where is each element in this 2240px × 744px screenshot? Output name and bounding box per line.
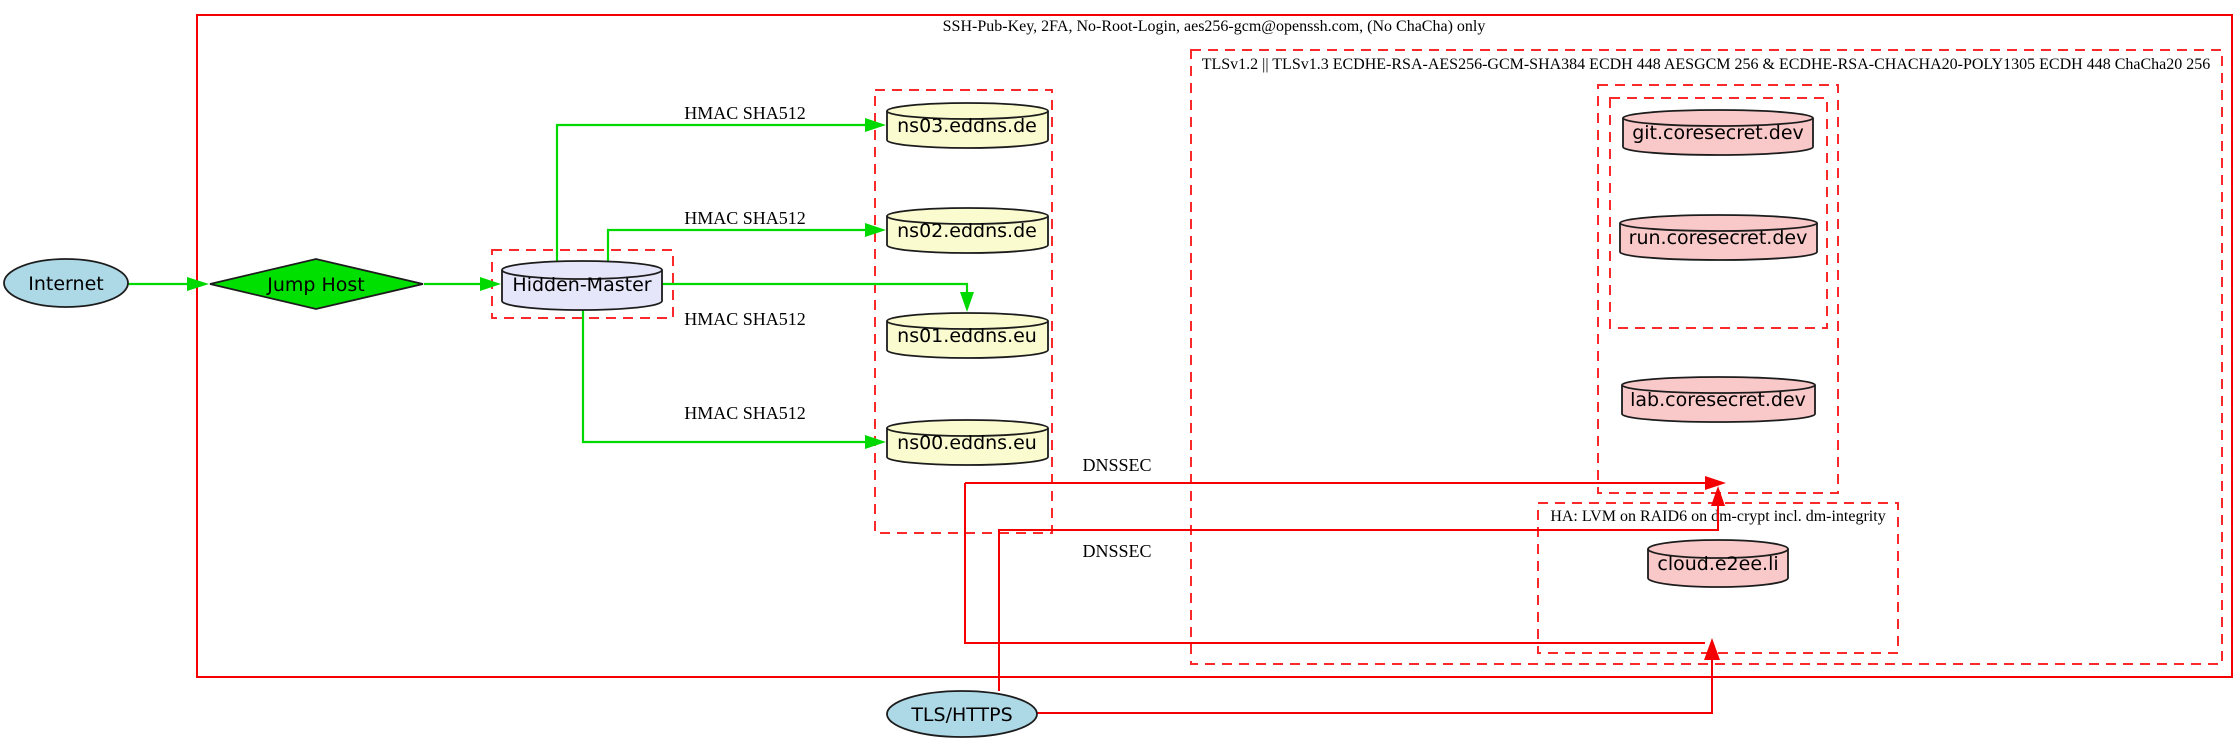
node-tls-https-label: TLS/HTTPS: [910, 704, 1012, 726]
cluster-ssh-box: [196, 14, 2233, 678]
edge-hiddenmaster-ns02: [606, 228, 865, 262]
edge-dnssec-to-ha: [964, 483, 1705, 644]
ns01-cylinder: [886, 312, 1049, 359]
node-cloud: cloud.e2ee.li: [1647, 539, 1789, 588]
cluster-tls-label: TLSv1.2 || TLSv1.3 ECDHE-RSA-AES256-GCM-…: [1202, 56, 2211, 73]
node-ns03: ns03.eddns.de: [886, 102, 1049, 149]
git-cylinder: [1622, 109, 1814, 156]
node-ns02-label: ns02.eddns.de: [897, 220, 1037, 242]
arrowhead-hiddenmaster-ns03: [865, 118, 886, 132]
edge-hiddenmaster-ns00: [581, 309, 865, 444]
run-cylinder: [1619, 214, 1818, 261]
ns00-cylinder: [886, 419, 1049, 466]
edge-label-dnssec-top: DNSSEC: [1082, 455, 1151, 475]
edge-label-hmac-ns03: HMAC SHA512: [684, 103, 806, 123]
run-cylinder-lid: [1619, 222, 1818, 232]
ns02-cylinder: [886, 207, 1049, 254]
node-ns01: ns01.eddns.eu: [886, 312, 1049, 359]
node-internet: Internet: [3, 258, 129, 308]
git-cylinder-lid: [1622, 117, 1814, 127]
cluster-coresecret-inner-box: [1609, 97, 1828, 329]
arrowhead-tlshttps-coresecret: [1711, 486, 1725, 506]
jump-host-diamond: [209, 258, 424, 310]
node-hidden-master-label: Hidden-Master: [512, 274, 651, 296]
node-tls-https: TLS/HTTPS: [886, 690, 1038, 738]
arrowhead-dnssec-coresecret: [1705, 476, 1726, 490]
arrowhead-internet-jumphost: [187, 277, 209, 291]
node-run-label: run.coresecret.dev: [1629, 227, 1808, 249]
cloud-cylinder: [1647, 539, 1789, 588]
arrowhead-hiddenmaster-ns00: [865, 435, 886, 449]
tls-https-ellipse: [886, 690, 1038, 738]
node-lab-label: lab.coresecret.dev: [1630, 389, 1806, 411]
ns01-cylinder-lid: [886, 320, 1049, 330]
edge-hiddenmaster-ns01: [662, 282, 969, 292]
node-lab: lab.coresecret.dev: [1621, 376, 1816, 423]
node-ns00: ns00.eddns.eu: [886, 419, 1049, 466]
hidden-master-cylinder: [501, 260, 663, 311]
cluster-eddns-box: [874, 89, 1053, 534]
node-ns03-label: ns03.eddns.de: [897, 115, 1037, 137]
node-internet-label: Internet: [28, 273, 103, 295]
ns02-cylinder-lid: [886, 215, 1049, 225]
node-cloud-label: cloud.e2ee.li: [1657, 553, 1778, 575]
cloud-cylinder-lid: [1647, 548, 1789, 559]
node-run: run.coresecret.dev: [1619, 214, 1818, 261]
ns03-cylinder: [886, 102, 1049, 149]
node-ns00-label: ns00.eddns.eu: [897, 432, 1037, 454]
arrowhead-jumphost-hiddenmaster: [480, 277, 501, 291]
edge-tlshttps-to-coresecret: [998, 505, 1719, 691]
node-ns02: ns02.eddns.de: [886, 207, 1049, 254]
edge-label-hmac-ns02: HMAC SHA512: [684, 208, 806, 228]
node-git: git.coresecret.dev: [1622, 109, 1814, 156]
arrowhead-hiddenmaster-ns02: [865, 223, 886, 237]
node-jump-host-label: Jump Host: [266, 274, 365, 296]
node-jump-host: Jump Host: [209, 258, 424, 310]
edge-hiddenmaster-ns03: [555, 123, 865, 262]
ns03-cylinder-lid: [886, 110, 1049, 120]
edge-label-dnssec-bottom: DNSSEC: [1082, 541, 1151, 561]
edge-label-hmac-ns00: HMAC SHA512: [684, 403, 806, 423]
lab-cylinder: [1621, 376, 1816, 423]
cluster-ssh-label: SSH-Pub-Key, 2FA, No-Root-Login, aes256-…: [943, 18, 1486, 35]
internet-ellipse: [3, 258, 129, 308]
ns00-cylinder-lid: [886, 427, 1049, 437]
cluster-tls-box: [1190, 49, 2223, 665]
arrowhead-dnssec-ha: [1704, 638, 1720, 660]
node-ns01-label: ns01.eddns.eu: [897, 325, 1037, 347]
hidden-master-cylinder-lid: [501, 269, 663, 280]
node-hidden-master: Hidden-Master: [501, 260, 663, 311]
node-git-label: git.coresecret.dev: [1632, 122, 1804, 144]
arrowhead-hiddenmaster-ns01: [960, 292, 974, 312]
edge-tlshttps-to-ha: [1037, 658, 1713, 714]
lab-cylinder-lid: [1621, 384, 1816, 394]
edge-label-hmac-ns01: HMAC SHA512: [684, 309, 806, 329]
